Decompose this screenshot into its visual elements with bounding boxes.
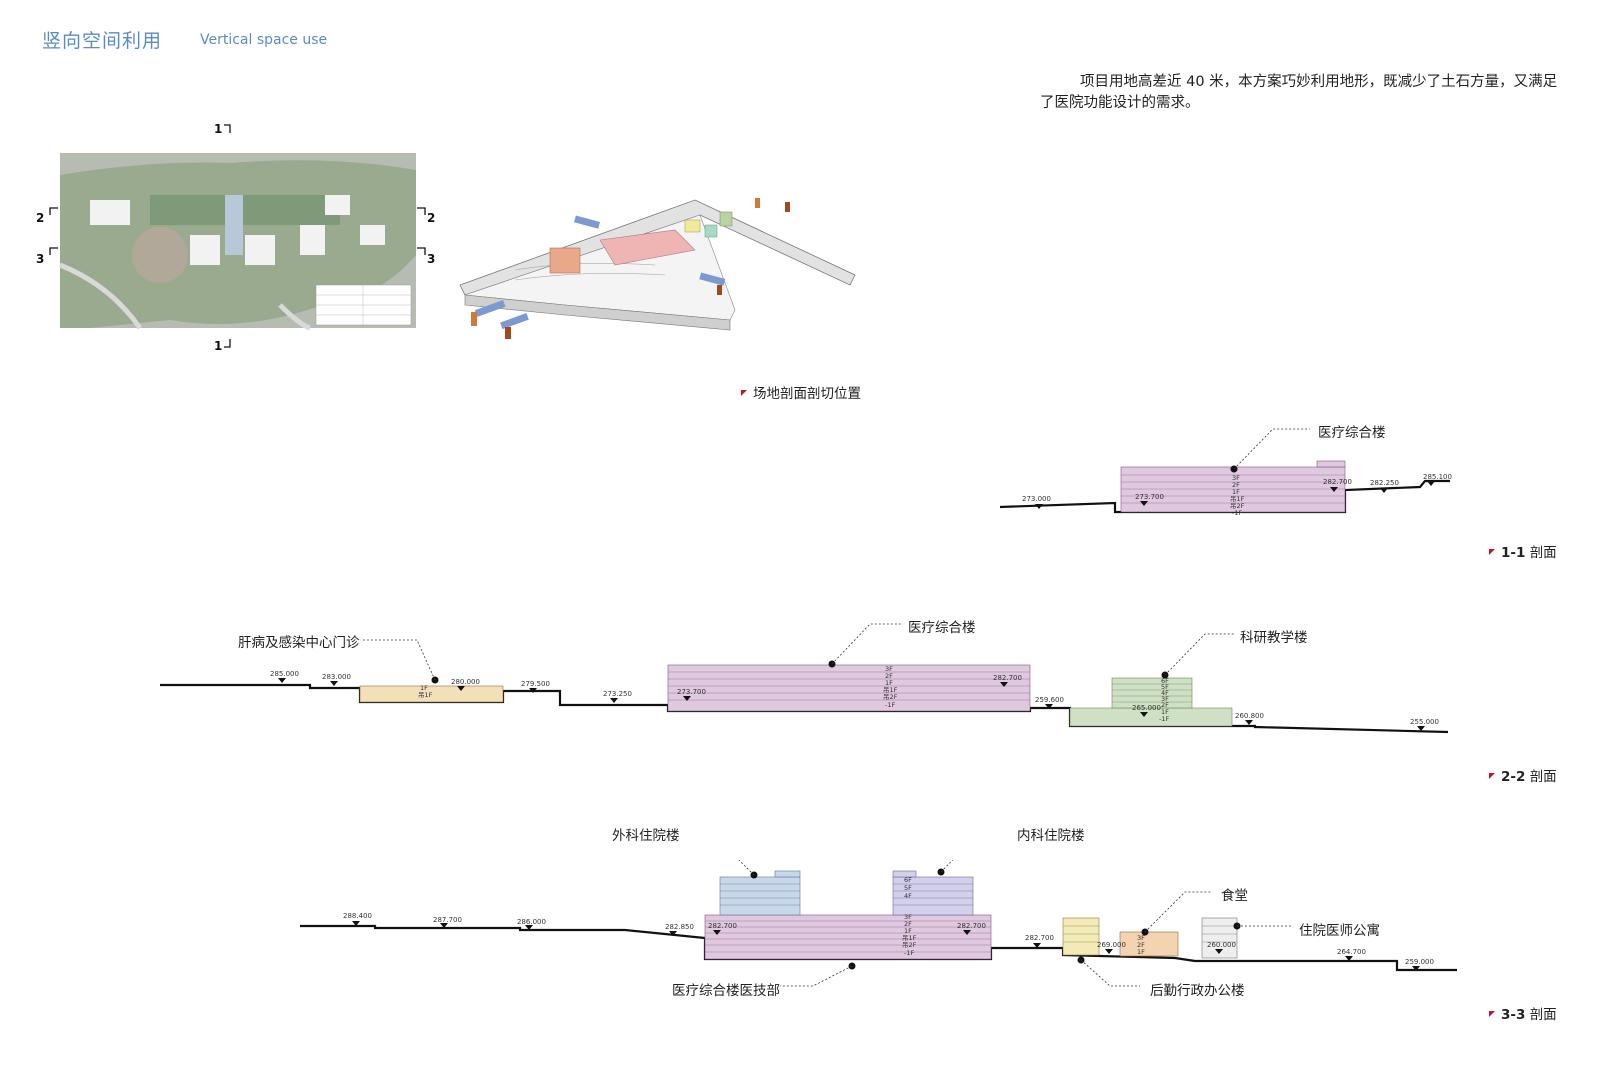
section-mark-3-right: 3 — [427, 252, 435, 266]
elev-label: 282.250 — [1370, 479, 1399, 487]
elev-label: 259.000 — [1405, 958, 1434, 966]
label-logistics-admin: 后勤行政办公楼 — [1150, 983, 1245, 999]
elev-label: 282.700 — [708, 922, 737, 930]
flag-icon — [1489, 773, 1495, 779]
elev-label: 288.400 — [343, 912, 372, 920]
floor-label: 2F — [1161, 701, 1169, 709]
floor-label: 吊2F — [902, 941, 917, 949]
floor-label: 3F — [904, 913, 912, 921]
elev-label: 282.700 — [1323, 478, 1352, 486]
floor-label: 6F — [1161, 677, 1169, 685]
floor-label: 吊1F — [1230, 495, 1245, 503]
floor-label: 1F — [1137, 948, 1145, 956]
floor-label: 6F — [904, 876, 912, 884]
floor-label: 3F — [1161, 695, 1169, 703]
floor-label: 1F — [1161, 708, 1169, 716]
floor-label: 1F — [904, 927, 912, 935]
floor-label: 5F — [1161, 683, 1169, 691]
section-3-3: 288.400 287.700 286.000 282.850 282.700 … — [300, 860, 1457, 987]
elev-label: 280.000 — [451, 678, 480, 686]
label-research-building: 科研教学楼 — [1240, 630, 1308, 646]
floor-label: -1F — [904, 949, 914, 957]
page-title: 竖向空间利用 — [42, 30, 163, 52]
section-1-1-caption: 1-1 剖面 — [1489, 541, 1557, 561]
section-mark-3-left: 3 — [36, 252, 44, 266]
section-3-3-caption: 3-3 剖面 — [1489, 1003, 1557, 1023]
elev-label: 282.700 — [1025, 934, 1054, 942]
floor-label: -1F — [1159, 715, 1169, 723]
label-canteen: 食堂 — [1221, 888, 1248, 904]
elev-label: 260.000 — [1207, 941, 1236, 949]
section-mark-1-top: 1 — [214, 122, 222, 136]
floor-label: 吊1F — [883, 686, 898, 694]
floor-label: 5F — [904, 884, 912, 892]
floor-label: 吊1F — [902, 934, 917, 942]
floor-label: 3F — [885, 665, 893, 673]
elev-label: 265.000 — [1132, 704, 1161, 712]
floor-label: -1F — [885, 701, 895, 709]
intro-text: 项目用地高差近 40 米，本方案巧妙利用地形，既减少了土石方量，又满足了医院功能… — [1040, 74, 1558, 111]
floor-label: 吊2F — [1230, 502, 1245, 510]
section-mark-2-right: 2 — [427, 211, 435, 225]
label-resident-apartment: 住院医师公寓 — [1299, 923, 1380, 939]
page-subtitle: Vertical space use — [200, 32, 328, 48]
elev-label: 285.100 — [1423, 473, 1452, 481]
elev-label: 273.000 — [1022, 495, 1051, 503]
section-mark-2-left: 2 — [36, 211, 44, 225]
floor-label: -1F — [1232, 509, 1242, 517]
floor-label: 3F — [1232, 474, 1240, 482]
label-internal-ward: 内科住院楼 — [1017, 828, 1085, 844]
elev-label: 285.000 — [270, 670, 299, 678]
elev-label: 259.600 — [1035, 696, 1064, 704]
floor-label: 1F — [1232, 488, 1240, 496]
elev-label: 286.000 — [517, 918, 546, 926]
elev-label: 264.700 — [1337, 948, 1366, 956]
elev-label: 255.000 — [1410, 718, 1439, 726]
site-plan: 1 1 2 2 3 3 — [36, 122, 435, 353]
floor-label: 2F — [1137, 941, 1145, 949]
site-caption: 场地剖面剖切位置 — [741, 382, 861, 402]
label-hepatic-clinic: 肝病及感染中心门诊 — [238, 635, 360, 651]
elev-label: 260.800 — [1235, 712, 1264, 720]
floor-label: 4F — [1161, 689, 1169, 697]
elev-label: 283.000 — [322, 673, 351, 681]
section-2-2-caption: 2-2 剖面 — [1489, 765, 1557, 785]
floor-label: 2F — [885, 672, 893, 680]
section-1-1: 273.000 273.700 282.700 282.250 285.100 … — [999, 428, 1452, 517]
floor-label: 2F — [1232, 481, 1240, 489]
section-mark-1-bottom: 1 — [214, 339, 222, 353]
flag-icon — [1489, 1011, 1495, 1017]
elev-label: 282.700 — [993, 674, 1022, 682]
floor-label: 1F — [885, 679, 893, 687]
elev-label: 269.000 — [1097, 941, 1126, 949]
terrain-model — [459, 198, 856, 339]
floor-label: 吊1F — [418, 691, 433, 699]
flag-icon — [1489, 549, 1495, 555]
elev-label: 273.250 — [603, 690, 632, 698]
section-2-2: 285.000 283.000 280.000 279.500 273.250 … — [160, 623, 1449, 734]
floor-label: 4F — [904, 892, 912, 900]
elev-label: 273.700 — [677, 688, 706, 696]
floor-label: 吊2F — [883, 693, 898, 701]
floor-label: 3F — [1137, 934, 1145, 942]
floor-label: 2F — [904, 920, 912, 928]
label-medical-complex: 医疗综合楼 — [908, 620, 976, 636]
elev-label: 287.700 — [433, 916, 462, 924]
label-medical-tech: 医疗综合楼医技部 — [672, 983, 780, 999]
elev-label: 279.500 — [521, 680, 550, 688]
label-surgical-ward: 外科住院楼 — [612, 828, 680, 844]
elev-label: 282.700 — [957, 922, 986, 930]
elev-label: 273.700 — [1135, 493, 1164, 501]
floor-label: 1F — [420, 684, 428, 692]
elev-label: 282.850 — [665, 923, 694, 931]
label-medical-complex: 医疗综合楼 — [1318, 425, 1386, 441]
flag-icon — [741, 390, 747, 396]
